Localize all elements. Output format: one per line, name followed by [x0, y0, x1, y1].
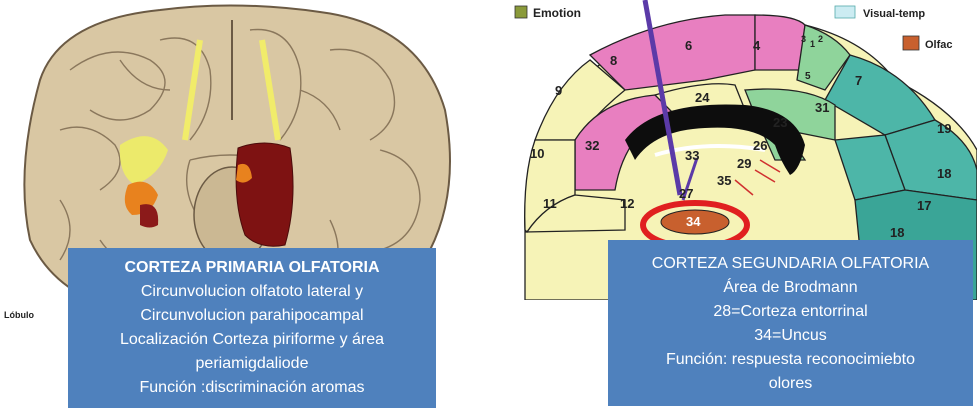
- caption-line: Función: respuesta reconocimiebto: [614, 348, 967, 372]
- area-label: 32: [585, 138, 599, 153]
- area-label: 18: [937, 166, 951, 181]
- area-label: 33: [685, 148, 699, 163]
- caption-line: Circunvolucion parahipocampal: [74, 304, 430, 328]
- area-label: 3: [801, 34, 806, 44]
- area-label: 9: [555, 83, 562, 98]
- area-label: 19: [937, 121, 951, 136]
- secondary-olfactory-cortex-caption: CORTEZA SEGUNDARIA OLFATORIA Área de Bro…: [608, 240, 973, 406]
- area-label: 1: [810, 39, 815, 49]
- legend-emotion-label: Emotion: [533, 6, 581, 20]
- caption-line: periamigdaliode: [74, 352, 430, 376]
- area-label: 11: [543, 196, 557, 211]
- legend-olfac-label: Olfac: [925, 39, 953, 51]
- area-label: 10: [530, 146, 544, 161]
- area-label: 24: [695, 90, 710, 105]
- lobe-label: Lóbulo: [4, 310, 34, 320]
- area-label: 29: [737, 156, 751, 171]
- area-label: 26: [753, 138, 767, 153]
- legend-emotion-swatch: [515, 6, 527, 18]
- area-label: 2: [818, 34, 823, 44]
- area-label: 17: [917, 198, 931, 213]
- caption-line: 34=Uncus: [614, 324, 967, 348]
- legend-visual-swatch: [835, 6, 855, 18]
- legend-visual-label: Visual-temp: [863, 8, 925, 20]
- area-label: 7: [855, 73, 862, 88]
- area-label: 18: [890, 225, 904, 240]
- area-label: 35: [717, 173, 731, 188]
- primary-olfactory-cortex-caption: CORTEZA PRIMARIA OLFATORIA Circunvolucio…: [68, 248, 436, 408]
- area-label: 5: [805, 71, 811, 82]
- area-label: 8: [610, 53, 617, 68]
- caption-title: CORTEZA SEGUNDARIA OLFATORIA: [614, 252, 967, 276]
- caption-line: Localización Corteza piriforme y área: [74, 328, 430, 352]
- area-label: 23: [773, 115, 787, 130]
- area-label: 12: [620, 196, 634, 211]
- caption-line: Función :discriminación aromas: [74, 376, 430, 400]
- caption-line: 28=Corteza entorrinal: [614, 300, 967, 324]
- area-label: 27: [679, 186, 693, 201]
- entorhinal-area-right: [236, 143, 293, 246]
- caption-line: olores: [614, 372, 967, 396]
- area-label: 4: [753, 38, 761, 53]
- caption-line: Circunvolucion olfatoto lateral y: [74, 280, 430, 304]
- caption-line: Área de Brodmann: [614, 276, 967, 300]
- legend-olfac-swatch: [903, 36, 919, 50]
- area-label: 6: [685, 38, 692, 53]
- area-label: 31: [815, 100, 829, 115]
- caption-title: CORTEZA PRIMARIA OLFATORIA: [74, 256, 430, 280]
- area-label: 34: [686, 214, 701, 229]
